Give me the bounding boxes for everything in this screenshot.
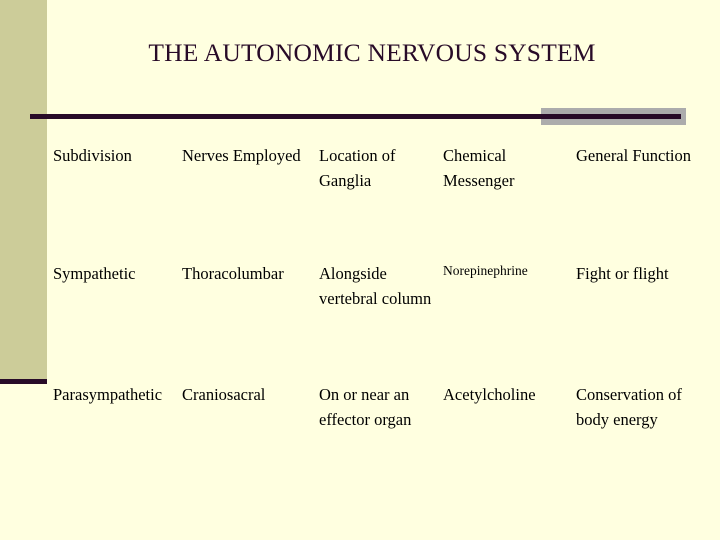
table-header-chemical-messenger: Chemical Messenger [443,146,515,190]
page-title: THE AUTONOMIC NERVOUS SYSTEM [148,38,596,67]
divider-line [30,114,681,119]
table-row: Sympathetic [53,264,136,283]
table-header-general-function: General Function [576,146,692,165]
table-header-subdivision: Subdivision [53,146,132,165]
table-row: Parasympathetic [53,385,163,404]
table-row: Alongside vertebral column [319,264,432,308]
table-row: On or near an effector organ [319,385,412,429]
table-row: Craniosacral [182,385,266,404]
table-row: Thoracolumbar [182,264,284,283]
table-row: Norepinephrine [443,263,528,278]
title-divider [0,104,720,128]
table-row: Acetylcholine [443,385,536,404]
table-row: Fight or flight [576,264,669,283]
table-row: Conservation of body energy [576,385,682,429]
decorative-left-band-rule [0,379,47,384]
table-header-nerves-employed: Nerves Employed [182,146,301,165]
decorative-left-band [0,0,47,379]
table-header-location-of-ganglia: Location of Ganglia [319,146,396,190]
